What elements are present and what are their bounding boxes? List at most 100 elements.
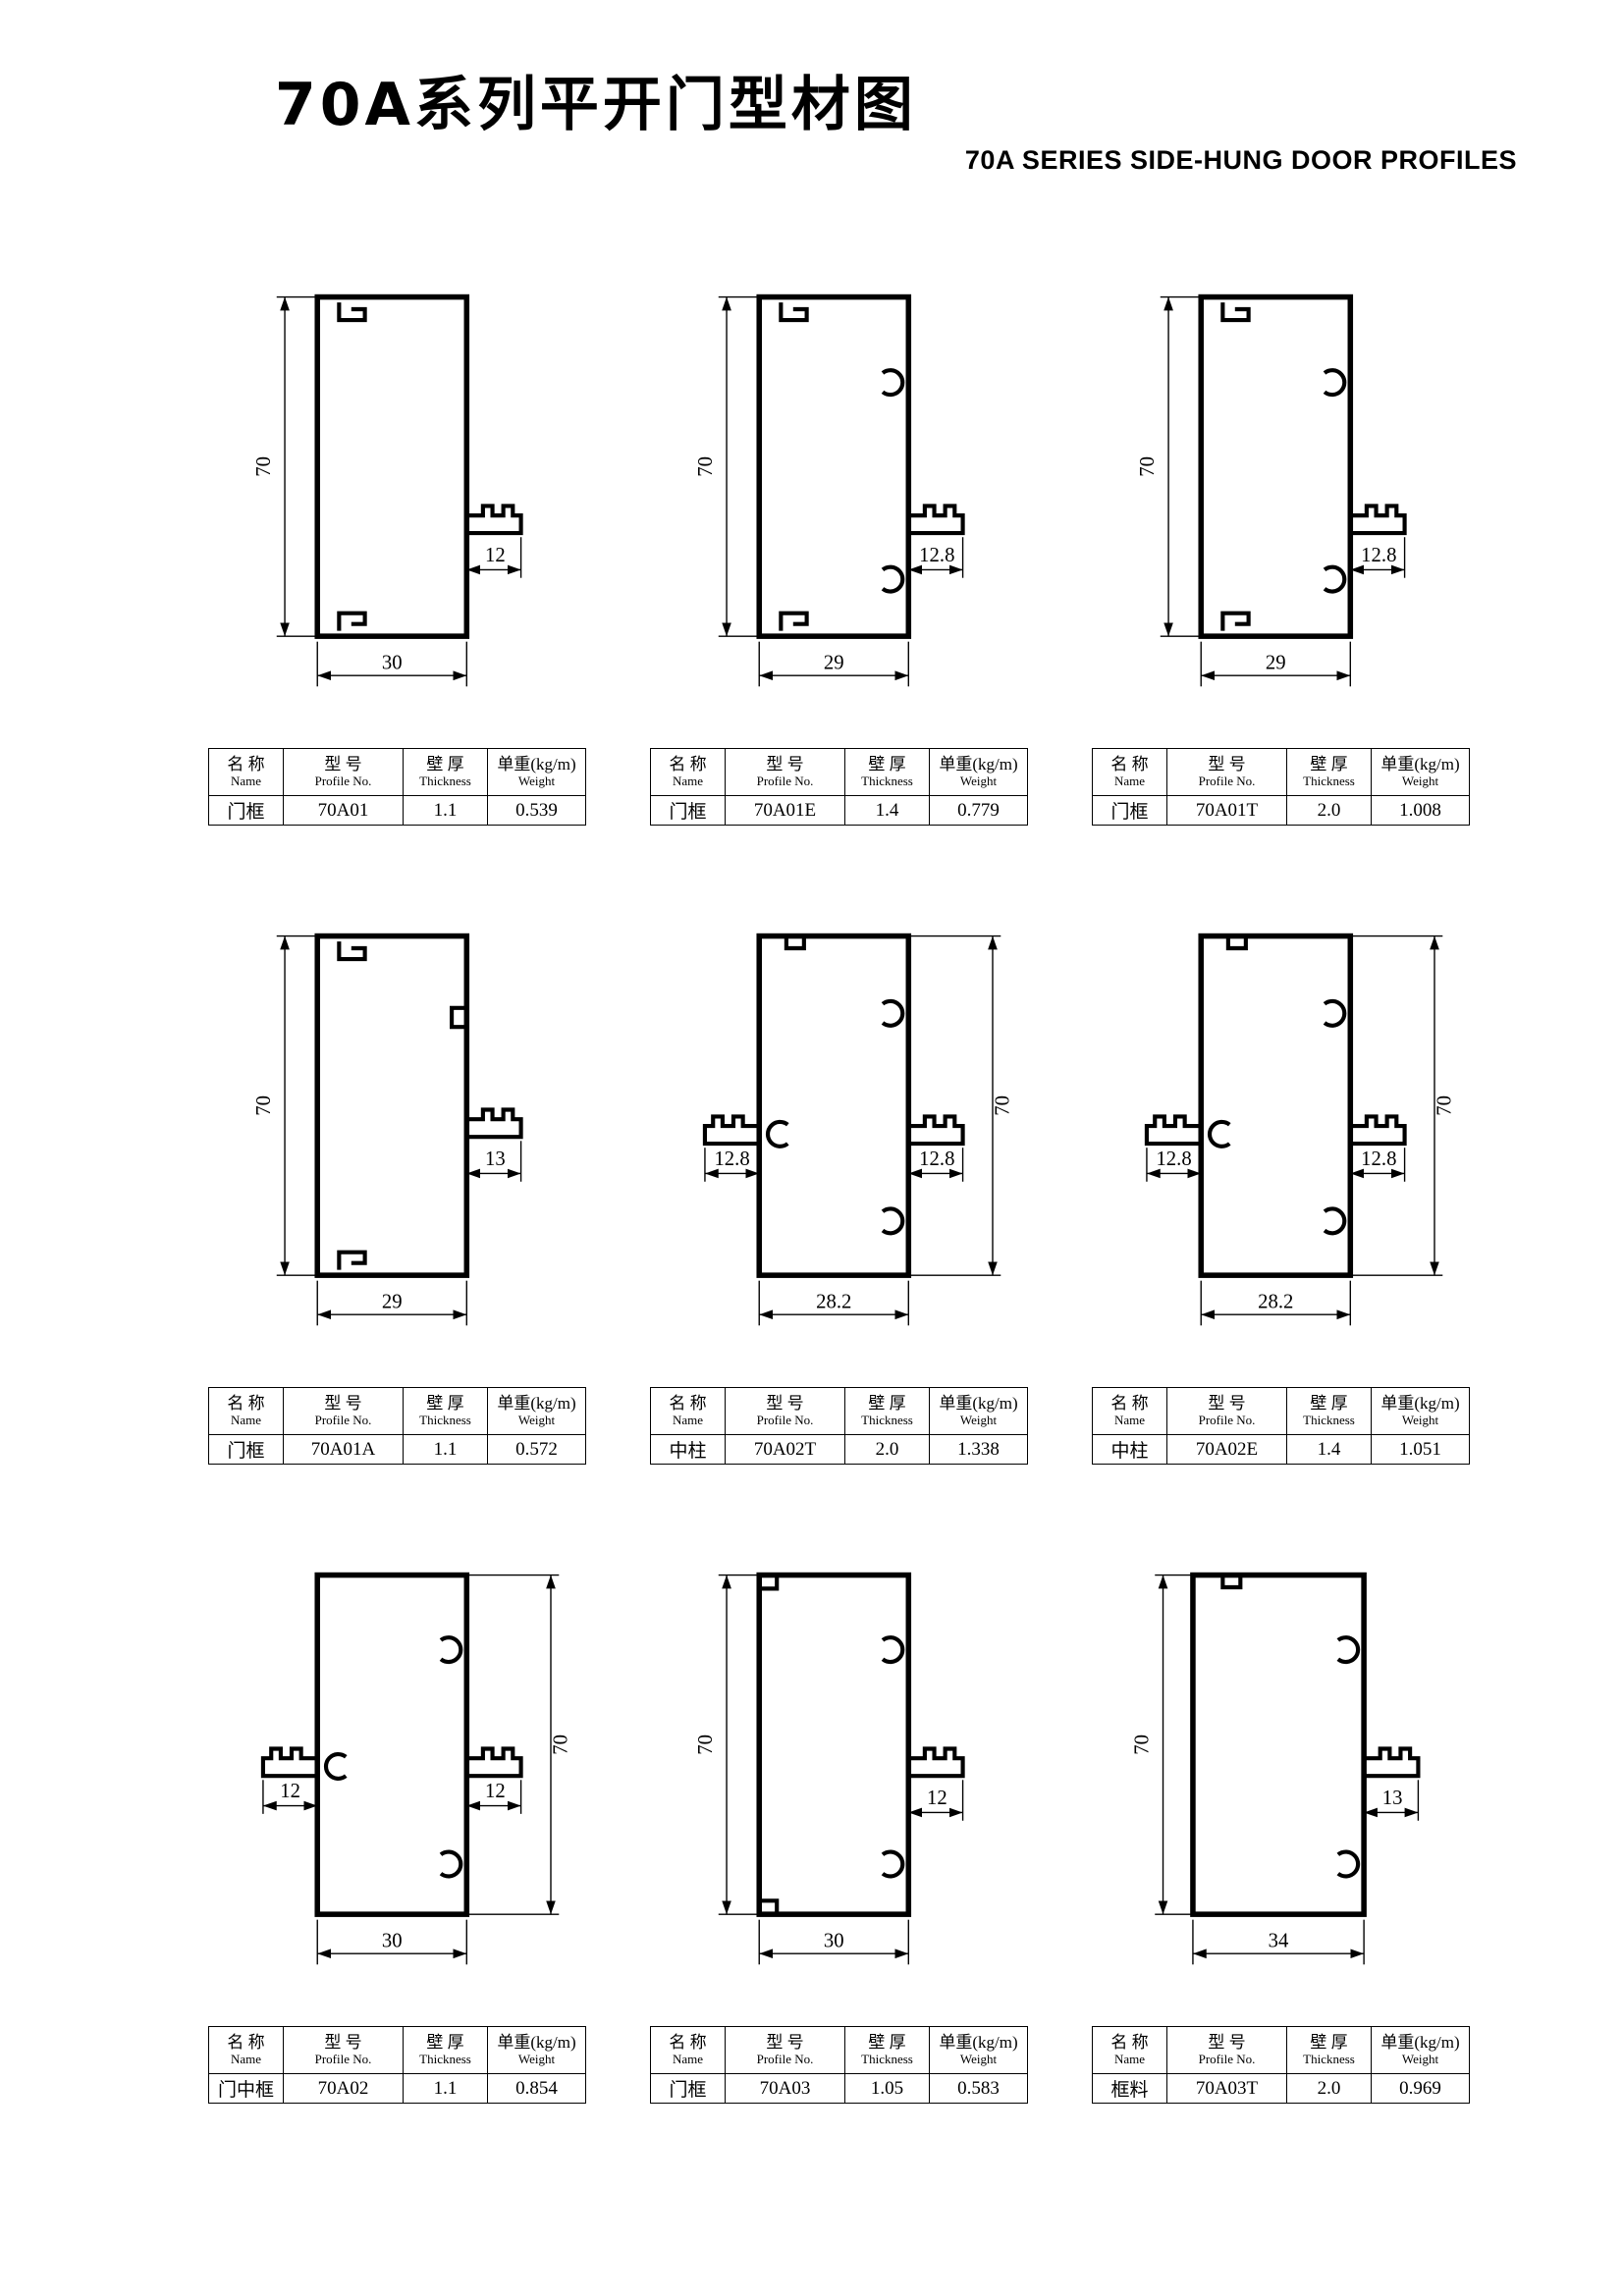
- profile-model: 70A03T: [1166, 2073, 1287, 2104]
- screw-boss-top: [881, 368, 905, 398]
- profile-drawing-70A03T: 70 34 13: [1131, 1572, 1421, 1965]
- dim-tab-left: 12: [280, 1781, 300, 1802]
- profile-weight: 0.969: [1371, 2073, 1470, 2104]
- profile-drawing-70A02E: 70 28.2 12.8 12.8: [1144, 933, 1456, 1326]
- screw-boss-top: [439, 1635, 463, 1665]
- dim-tab: 13: [485, 1148, 506, 1170]
- profile-thickness: 1.4: [844, 795, 930, 826]
- dim-width: 34: [1269, 1930, 1289, 1951]
- spec-data-row: 门框 70A01T 2.0 1.008: [1092, 795, 1470, 826]
- profile-drawing-70A03: 70 30 12: [695, 1572, 965, 1965]
- profile-thickness: 1.1: [403, 1434, 488, 1465]
- doc-title-en: 70A SERIES SIDE-HUNG DOOR PROFILES: [964, 145, 1517, 175]
- doc-title-cn: 70A系列平开门型材图: [275, 71, 917, 139]
- profile-model: 70A03: [725, 2073, 845, 2104]
- col-weight: 单重(kg/m)Weight: [487, 1387, 586, 1435]
- dim-height: 70: [695, 456, 717, 477]
- dim-tab-left: 12.8: [1156, 1148, 1191, 1170]
- dim-tab-right: 12: [485, 1781, 506, 1802]
- screw-boss-left: [323, 1751, 348, 1781]
- dim-width: 29: [824, 652, 844, 673]
- dim-width: 28.2: [816, 1291, 851, 1312]
- profile-drawing-70A02T: 70 28.2 12.8 12.8: [702, 933, 1014, 1326]
- col-weight: 单重(kg/m)Weight: [1371, 748, 1470, 796]
- profile-weight: 0.539: [487, 795, 586, 826]
- spec-data-row: 门框 70A01 1.1 0.539: [208, 795, 586, 826]
- screw-boss-bottom: [881, 564, 905, 594]
- col-weight: 单重(kg/m)Weight: [929, 748, 1028, 796]
- dim-tab-right: 12.8: [1361, 1148, 1396, 1170]
- profile-thickness: 1.1: [403, 795, 488, 826]
- col-weight: 单重(kg/m)Weight: [1371, 1387, 1470, 1435]
- screw-boss-top: [1323, 998, 1347, 1028]
- profile-outline: [756, 294, 965, 639]
- profile-thickness: 2.0: [844, 1434, 930, 1465]
- screw-boss-bottom: [1323, 564, 1347, 594]
- dimensions: 70 29 12.8: [1137, 295, 1406, 687]
- dim-width: 28.2: [1258, 1291, 1293, 1312]
- col-weight: 单重(kg/m)Weight: [929, 1387, 1028, 1435]
- profile-outline: [314, 294, 523, 639]
- profile-weight: 0.854: [487, 2073, 586, 2104]
- screw-boss-bottom: [1323, 1206, 1347, 1236]
- profile-weight: 0.572: [487, 1434, 586, 1465]
- dim-height: 70: [695, 1735, 717, 1755]
- profile-outline: [314, 933, 523, 1278]
- profile-name: 中柱: [1092, 1434, 1167, 1465]
- dim-tab: 12.8: [1361, 545, 1396, 566]
- dim-width: 29: [382, 1291, 403, 1312]
- profile-outline: [1198, 294, 1407, 639]
- spec-data-row: 门框 70A01A 1.1 0.572: [208, 1434, 586, 1465]
- profile-model: 70A01: [283, 795, 404, 826]
- profile-drawing-70A01E: 70 29 12.8: [695, 294, 965, 687]
- screw-boss-bottom: [881, 1849, 905, 1879]
- dim-height: 70: [1137, 456, 1159, 477]
- screw-boss-bottom: [439, 1849, 463, 1879]
- profile-drawing-70A01T: 70 29 12.8: [1137, 294, 1407, 687]
- dimensions: 70 30 12 12: [262, 1574, 572, 1965]
- dim-tab: 12: [927, 1788, 947, 1809]
- dimensions: 70 30 12: [695, 1574, 964, 1965]
- profile-name: 框料: [1092, 2073, 1167, 2104]
- dim-height: 70: [1434, 1095, 1456, 1116]
- profile-model: 70A02T: [725, 1434, 845, 1465]
- screw-boss-bottom: [881, 1206, 905, 1236]
- dim-height: 70: [993, 1095, 1014, 1116]
